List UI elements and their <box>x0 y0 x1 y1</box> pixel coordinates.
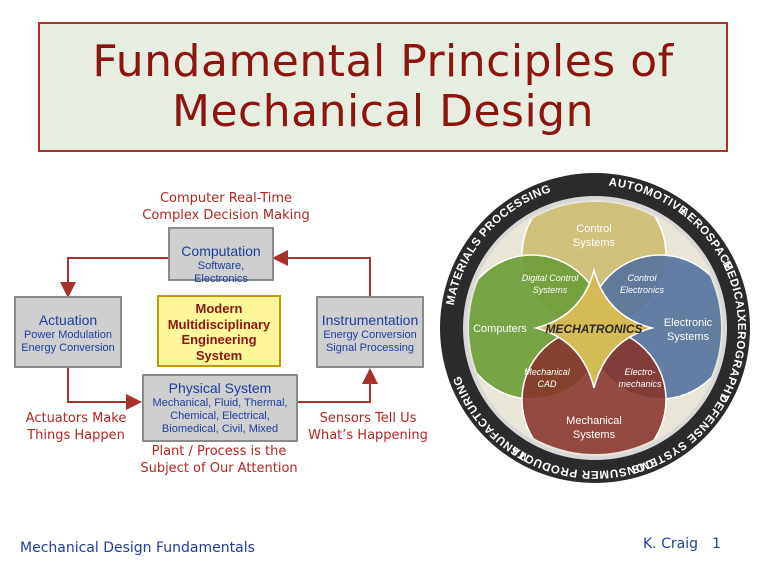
page-title-line-2: Mechanical Design <box>172 86 594 137</box>
physical-system-box: Physical System Mechanical, Fluid, Therm… <box>142 374 298 442</box>
physical-heading: Physical System <box>168 380 272 396</box>
electronic-systems-label-2: Systems <box>667 331 710 343</box>
digital-control-label-1: Digital Control <box>522 273 580 283</box>
core-line-2: Multidisciplinary <box>167 316 271 332</box>
right-caption-line-2: What’s Happening <box>308 428 428 443</box>
physical-subtext-3: Biomedical, Civil, Mixed <box>161 423 279 435</box>
left-caption: Actuators Make Things Happen <box>14 410 138 444</box>
physical-subtext-1: Mechanical, Fluid, Thermal, <box>152 397 288 409</box>
right-caption: Sensors Tell Us What’s Happening <box>302 410 434 444</box>
core-line-1: Modern <box>195 301 243 316</box>
control-electronics-label-2: Electronics <box>620 285 665 295</box>
computation-box: Computation Software, Electronics <box>168 227 274 285</box>
mechanical-cad-label-1: Mechanical <box>524 367 571 377</box>
footer-author-page: K. Craig 1 <box>643 536 721 552</box>
arrow-computation-to-actuation <box>60 257 170 298</box>
footer-page-number: 1 <box>711 536 721 552</box>
electro-mechanics-label-2: mechanics <box>618 379 662 389</box>
top-caption-line-2: Complex Decision Making <box>142 208 310 223</box>
right-caption-line-1: Sensors Tell Us <box>319 411 417 426</box>
actuation-box: Actuation Power Modulation Energy Conver… <box>14 296 122 368</box>
top-caption-line-1: Computer Real-Time <box>159 191 293 206</box>
digital-control-label-2: Systems <box>533 285 568 295</box>
footer-author: K. Craig <box>643 536 698 552</box>
electronic-systems-label-1: Electronic <box>664 317 713 329</box>
arrow-actuation-to-physical <box>67 368 142 410</box>
electro-mechanics-label-1: Electro- <box>624 367 655 377</box>
arrow-physical-to-instrumentation <box>298 368 378 403</box>
instrumentation-subtext-1: Energy Conversion <box>323 329 417 341</box>
control-systems-label-2: Systems <box>573 237 616 249</box>
bottom-caption-line-2: Subject of Our Attention <box>140 461 298 476</box>
computers-label: Computers <box>473 323 527 335</box>
physical-subtext-2: Chemical, Electrical, <box>170 410 270 422</box>
page-title-line-1: Fundamental Principles of <box>92 36 674 87</box>
mechanical-systems-label-1: Mechanical <box>566 415 622 427</box>
instrumentation-subtext-2: Signal Processing <box>325 342 415 354</box>
mechanical-cad-label-2: CAD <box>537 379 557 389</box>
mechatronics-center <box>533 267 655 389</box>
mechanical-systems-label-2: Systems <box>573 429 616 441</box>
actuation-heading: Actuation <box>38 312 98 328</box>
actuation-subtext-2: Energy Conversion <box>21 342 115 354</box>
control-electronics-label-1: Control <box>627 273 657 283</box>
control-systems-label-1: Control <box>576 223 611 235</box>
bottom-caption: Plant / Process is the Subject of Our At… <box>128 443 310 477</box>
core-system-box: Modern Multidisciplinary Engineering Sys… <box>157 295 281 367</box>
left-caption-line-1: Actuators Make <box>25 411 127 426</box>
computation-heading: Computation <box>181 243 261 259</box>
core-line-3: Engineering <box>181 332 257 347</box>
core-line-4: System <box>195 347 243 363</box>
mechatronics-center-label: MECHATRONICS <box>545 322 642 336</box>
actuation-subtext-1: Power Modulation <box>23 329 113 341</box>
instrumentation-box: Instrumentation Energy Conversion Signal… <box>316 296 424 368</box>
instrumentation-heading: Instrumentation <box>321 312 419 328</box>
title-box: Fundamental Principles of Mechanical Des… <box>38 22 728 152</box>
left-caption-line-2: Things Happen <box>27 428 125 443</box>
computation-subtext: Software, Electronics <box>194 260 248 285</box>
arrow-instrumentation-to-computation <box>272 250 371 296</box>
bottom-caption-line-1: Plant / Process is the <box>151 444 287 459</box>
top-caption: Computer Real-Time Complex Decision Maki… <box>140 190 312 224</box>
footer-course-title: Mechanical Design Fundamentals <box>20 540 255 556</box>
